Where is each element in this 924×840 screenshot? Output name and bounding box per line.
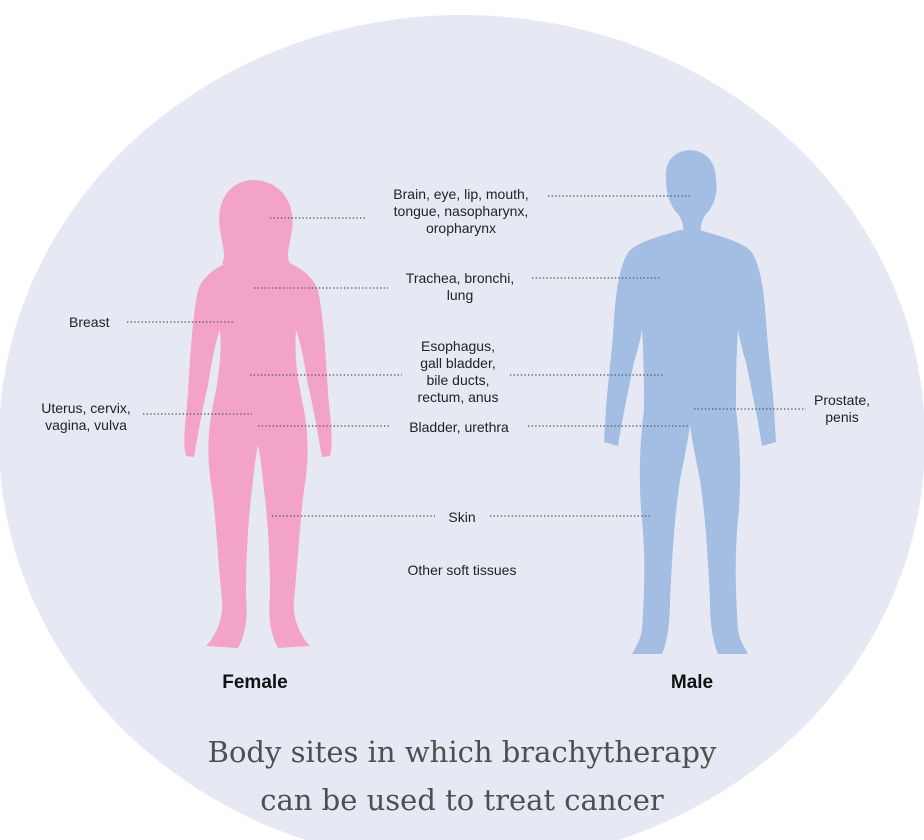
caption-line-1: Body sites in which brachytherapy: [207, 735, 717, 769]
label-uterus-sites: Uterus, cervix, vagina, vulva: [26, 400, 146, 434]
label-head-line-2: tongue, nasopharynx,: [393, 203, 529, 219]
label-prostate-line-1: Prostate,: [813, 392, 871, 408]
male-body: [604, 230, 776, 654]
label-uterus-line-2: vagina, vulva: [45, 417, 127, 433]
label-breast: Breast: [69, 314, 110, 330]
label-prostate-sites: Prostate, penis: [803, 392, 881, 426]
caption-line-2: can be used to treat cancer: [260, 783, 664, 817]
label-head-line-1: Brain, eye, lip, mouth,: [393, 186, 529, 202]
label-soft-tissue: Other soft tissues: [407, 562, 517, 578]
label-digestive-line-2: gall bladder,: [420, 355, 496, 371]
label-head-sites: Brain, eye, lip, mouth, tongue, nasophar…: [376, 186, 546, 237]
label-digestive-line-3: bile ducts,: [426, 372, 490, 388]
label-chest-sites: Trachea, bronchi, lung: [390, 270, 530, 304]
female-silhouette: [184, 180, 332, 648]
label-female: Female: [222, 672, 288, 693]
leader-lines: [127, 195, 806, 517]
label-digestive-line-4: rectum, anus: [417, 389, 499, 405]
label-bladder: Bladder, urethra: [409, 419, 509, 435]
label-male: Male: [670, 672, 714, 693]
label-chest-line-1: Trachea, bronchi,: [405, 270, 515, 286]
female-hair: [219, 180, 293, 264]
label-head-line-3: oropharynx: [425, 220, 497, 236]
label-uterus-line-1: Uterus, cervix,: [41, 400, 131, 416]
label-prostate-line-2: penis: [825, 409, 859, 425]
female-body: [184, 258, 332, 648]
label-digestive-line-1: Esophagus,: [421, 338, 495, 354]
label-chest-line-2: lung: [446, 287, 474, 303]
male-silhouette: [604, 150, 776, 654]
male-head: [665, 150, 717, 232]
label-digestive-sites: Esophagus, gall bladder, bile ducts, rec…: [398, 338, 518, 406]
label-skin: Skin: [448, 509, 476, 525]
